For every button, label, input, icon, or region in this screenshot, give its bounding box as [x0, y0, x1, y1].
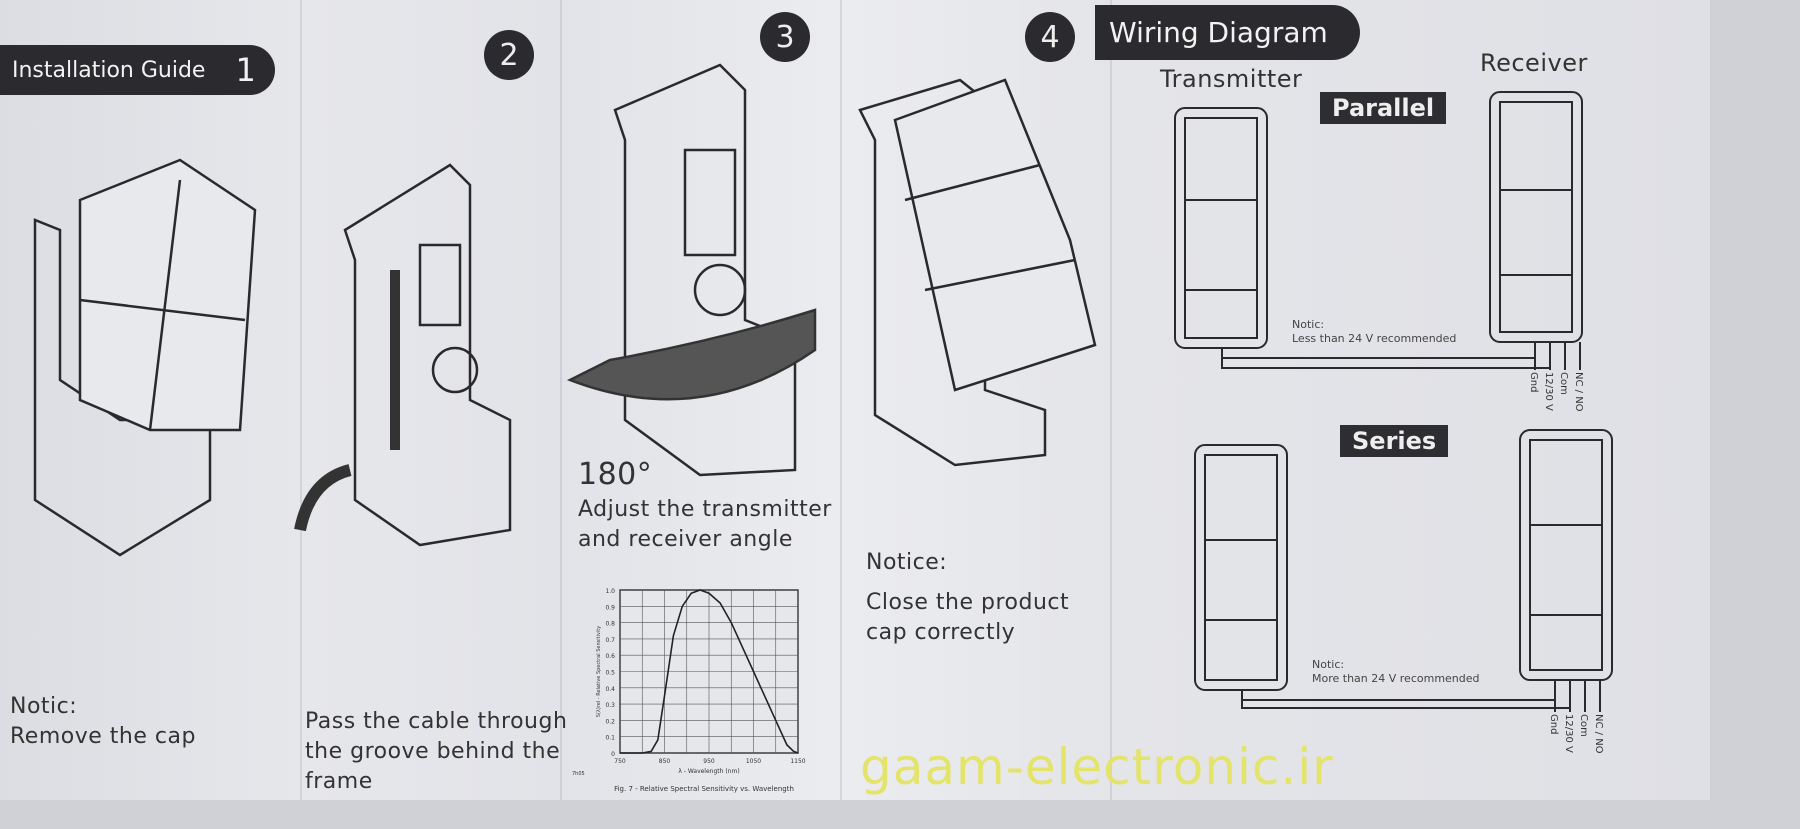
fold-line	[560, 0, 562, 800]
notice-text: Remove the cap	[10, 724, 196, 749]
terminal-nc-no: NC / NO	[1593, 714, 1604, 754]
device-rotate-illustration	[566, 63, 817, 477]
device-cap-closed-illustration	[858, 78, 1097, 467]
device-cap-removed-illustration	[33, 158, 257, 557]
x-tick-label: 950	[703, 758, 715, 765]
terminal-12-30v: 12/30 V	[1563, 714, 1574, 753]
installation-guide-header: Installation Guide 1	[0, 45, 275, 95]
terminal-com: Com	[1558, 372, 1569, 395]
notice-label: Notice:	[866, 550, 948, 575]
y-tick-label: 0.5	[605, 670, 615, 677]
terminal-gnd: Gnd	[1548, 714, 1559, 735]
receiver-label: Receiver	[1480, 49, 1588, 77]
transmitter-label: Transmitter	[1160, 65, 1303, 93]
y-tick-label: 0.2	[605, 718, 615, 725]
series-notice: Notic: More than 24 V recommended	[1312, 658, 1480, 686]
y-tick-label: 0.7	[605, 637, 615, 644]
x-tick-label: 1150	[790, 758, 805, 765]
text-line: frame	[305, 769, 373, 794]
notice-label: Notic:	[10, 694, 78, 719]
corner-label: 7h05	[572, 771, 585, 777]
text-line: the groove behind the	[305, 739, 561, 764]
notice-text: More than 24 V recommended	[1312, 672, 1480, 685]
wiring-diagram-header: Wiring Diagram	[1095, 5, 1360, 60]
fold-line	[840, 0, 842, 800]
fold-line	[300, 0, 302, 800]
instruction-text: Adjust the transmitter and receiver angl…	[578, 495, 832, 555]
chart-title: Fig. 7 - Relative Spectral Sensitivity v…	[614, 785, 794, 793]
y-tick-label: 0.9	[605, 604, 615, 611]
installation-guide-title: Installation Guide	[12, 57, 206, 83]
text-line: Adjust the transmitter	[578, 497, 832, 522]
y-tick-label: 0.6	[605, 653, 615, 660]
instruction-text: Pass the cable through the groove behind…	[305, 707, 567, 797]
y-tick-label: 0.4	[605, 686, 615, 693]
step-number: 1	[235, 51, 256, 89]
step-badge: 4	[1025, 12, 1075, 62]
y-tick-label: 0	[611, 751, 615, 758]
x-tick-label: 750	[614, 758, 626, 765]
rotation-angle: 180°	[578, 457, 653, 492]
y-tick-label: 0.1	[605, 735, 615, 742]
parallel-label: Parallel	[1320, 92, 1447, 124]
notice-label: Notic:	[1312, 658, 1345, 671]
parallel-notice: Notic: Less than 24 V recommended	[1292, 318, 1456, 346]
wiring-diagram-title: Wiring Diagram	[1109, 16, 1328, 49]
step-badge: 2	[484, 30, 534, 80]
sensitivity-curve	[620, 589, 799, 754]
text-line: Pass the cable through	[305, 709, 568, 734]
terminal-com: Com	[1578, 714, 1589, 737]
notice-text: Less than 24 V recommended	[1292, 332, 1457, 345]
terminal-nc-no: NC / NO	[1573, 372, 1584, 412]
terminal-gnd: Gnd	[1528, 372, 1539, 393]
device-cable-illustration	[294, 163, 512, 547]
x-axis-label: λ - Wavelength (nm)	[678, 768, 739, 775]
y-tick-label: 0.3	[605, 702, 615, 709]
y-tick-label: 1.0	[605, 588, 615, 595]
fold-line	[1110, 0, 1112, 800]
notice-label: Notic:	[1292, 318, 1325, 331]
wiring-series-diagram	[1194, 429, 1613, 712]
instruction-text: Close the product cap correctly	[866, 588, 1069, 648]
x-tick-label: 1050	[746, 758, 761, 765]
watermark: gaam-electronic.ir	[860, 738, 1334, 796]
guide-sheet	[0, 0, 1710, 800]
wiring-parallel-diagram	[1174, 91, 1583, 370]
step-badge: 3	[760, 12, 810, 62]
text-line: cap correctly	[866, 620, 1016, 645]
x-tick-label: 850	[659, 758, 671, 765]
terminal-12-30v: 12/30 V	[1543, 372, 1554, 411]
series-label: Series	[1340, 425, 1449, 457]
text-line: Close the product	[866, 590, 1070, 615]
text-line: and receiver angle	[578, 527, 793, 552]
y-tick-label: 0.8	[605, 621, 615, 628]
y-axis-label: S(λ)rel - Relative Spectral Sensitivity	[596, 626, 602, 717]
